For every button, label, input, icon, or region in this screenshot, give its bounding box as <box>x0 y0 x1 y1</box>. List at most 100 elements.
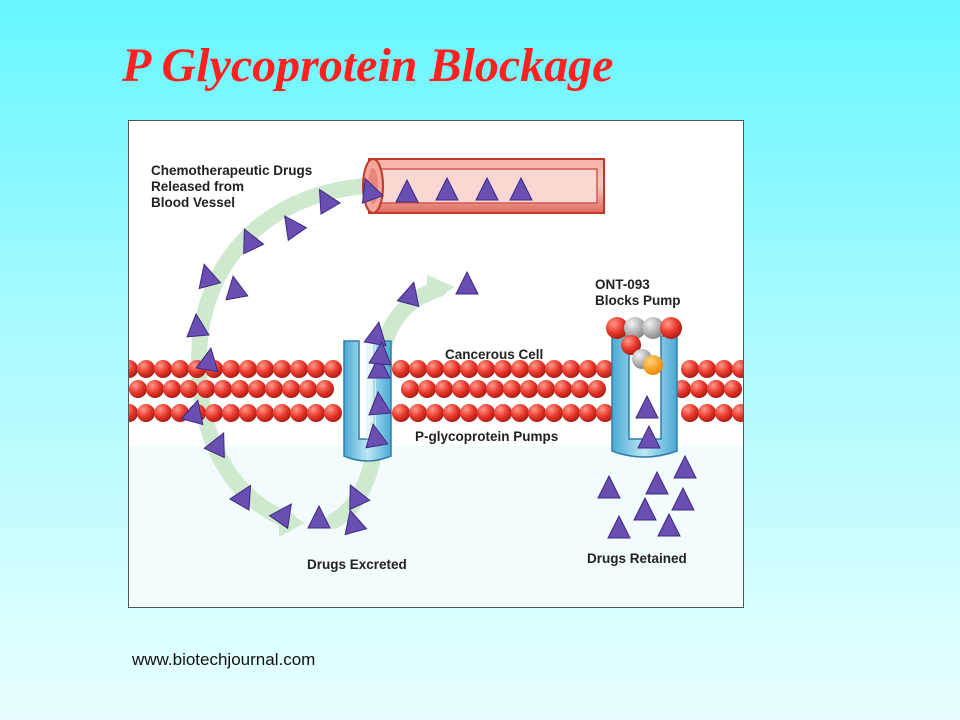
membrane-lipid <box>222 360 240 378</box>
membrane-lipid <box>528 360 546 378</box>
label-cancerous-cell: Cancerous Cell <box>445 347 544 362</box>
membrane-lipid <box>545 360 563 378</box>
membrane-lipid <box>418 380 436 398</box>
membrane-lipid <box>698 404 716 422</box>
membrane-lipid <box>197 380 215 398</box>
membrane-lipid <box>426 360 444 378</box>
drug-triangle <box>368 390 392 416</box>
membrane-lipid <box>171 360 189 378</box>
membrane-lipid <box>562 360 580 378</box>
membrane-lipid <box>460 360 478 378</box>
membrane-lipid <box>307 360 325 378</box>
membrane-lipid <box>324 404 342 422</box>
membrane-lipid <box>579 360 597 378</box>
membrane-lipid <box>469 380 487 398</box>
membrane-lipid <box>596 360 614 378</box>
drug-triangle <box>243 228 265 255</box>
label-drugs-excreted: Drugs Excreted <box>307 557 407 572</box>
membrane-lipid <box>392 404 410 422</box>
membrane-lipid <box>596 404 614 422</box>
drug-triangle <box>229 484 252 511</box>
membrane-lipid <box>265 380 283 398</box>
membrane-lipid <box>316 380 334 398</box>
membrane-lipid <box>435 380 453 398</box>
membrane-lipid <box>715 404 733 422</box>
membrane-lipid <box>273 360 291 378</box>
drug-triangle <box>344 509 368 536</box>
membrane-lipid <box>222 404 240 422</box>
membrane-lipid <box>460 404 478 422</box>
membrane-lipid <box>715 360 733 378</box>
membrane-lipid <box>231 380 249 398</box>
drug-triangle <box>395 178 419 203</box>
drug-triangle <box>635 394 659 419</box>
membrane-lipid <box>163 380 181 398</box>
membrane-lipid <box>537 380 555 398</box>
membrane-lipid <box>732 404 743 422</box>
membrane-lipid <box>511 404 529 422</box>
membrane-lipid <box>520 380 538 398</box>
membrane-lipid <box>129 380 147 398</box>
diagram-canvas <box>129 121 743 607</box>
label-pgp-pumps: P-glycoprotein Pumps <box>415 429 559 444</box>
membrane-lipid <box>273 404 291 422</box>
membrane-lipid <box>214 380 232 398</box>
pgp-pump-right <box>611 335 678 458</box>
drug-triangle <box>349 484 371 511</box>
membrane-lipid <box>154 360 172 378</box>
drug-triangle <box>671 486 695 511</box>
membrane-lipid <box>256 404 274 422</box>
membrane-lipid <box>248 380 266 398</box>
membrane-lipid <box>554 380 572 398</box>
drug-triangle <box>198 263 222 290</box>
membrane-lipid <box>528 404 546 422</box>
label-drugs-retained: Drugs Retained <box>587 551 687 566</box>
drug-triangle <box>435 176 459 201</box>
membrane-lipid <box>426 404 444 422</box>
membrane-lipid <box>239 404 257 422</box>
membrane-lipid <box>707 380 725 398</box>
membrane-lipid <box>307 404 325 422</box>
drug-triangle <box>365 423 389 449</box>
drug-triangle <box>367 354 391 379</box>
membrane-lipid <box>137 360 155 378</box>
drug-triangle <box>363 321 387 347</box>
slide-title: P Glycoprotein Blockage <box>122 39 614 92</box>
drug-triangle <box>186 312 210 338</box>
membrane-lipid <box>732 360 743 378</box>
membrane-lipid <box>129 360 138 378</box>
membrane-lipid <box>239 360 257 378</box>
membrane-lipid <box>129 404 138 422</box>
membrane-lipid <box>409 404 427 422</box>
membrane-lipid <box>681 360 699 378</box>
membrane-lipid <box>579 404 597 422</box>
membrane-lipid <box>477 360 495 378</box>
source-credit: www.biotechjournal.com <box>132 650 316 669</box>
membrane-lipid <box>588 380 606 398</box>
label-released-from-vessel: Chemotherapeutic Drugs Released from Blo… <box>151 163 313 210</box>
drug-triangle <box>203 432 225 459</box>
label-ont-093-blocks-pump: ONT-093 Blocks Pump <box>595 277 681 308</box>
membrane-lipid <box>324 360 342 378</box>
drug-triangle <box>637 424 661 449</box>
drug-triangle <box>597 474 621 499</box>
drug-triangle <box>268 503 292 530</box>
membrane-lipid <box>511 360 529 378</box>
membrane-lipid <box>256 360 274 378</box>
membrane-lipid <box>146 380 164 398</box>
drug-triangle <box>455 270 479 295</box>
membrane-lipid <box>282 380 300 398</box>
drug-triangle <box>180 399 204 426</box>
drug-triangle <box>509 176 533 201</box>
membrane-lipid <box>681 404 699 422</box>
drug-triangle <box>645 470 669 495</box>
membrane-lipid <box>409 360 427 378</box>
membrane-lipid <box>698 360 716 378</box>
membrane-lipid <box>494 404 512 422</box>
drug-triangle <box>368 340 392 366</box>
membrane-lipid <box>545 404 563 422</box>
membrane-lipid <box>690 380 708 398</box>
drug-triangle <box>475 176 499 201</box>
membrane-lipid <box>205 404 223 422</box>
drug-triangle <box>307 504 331 529</box>
